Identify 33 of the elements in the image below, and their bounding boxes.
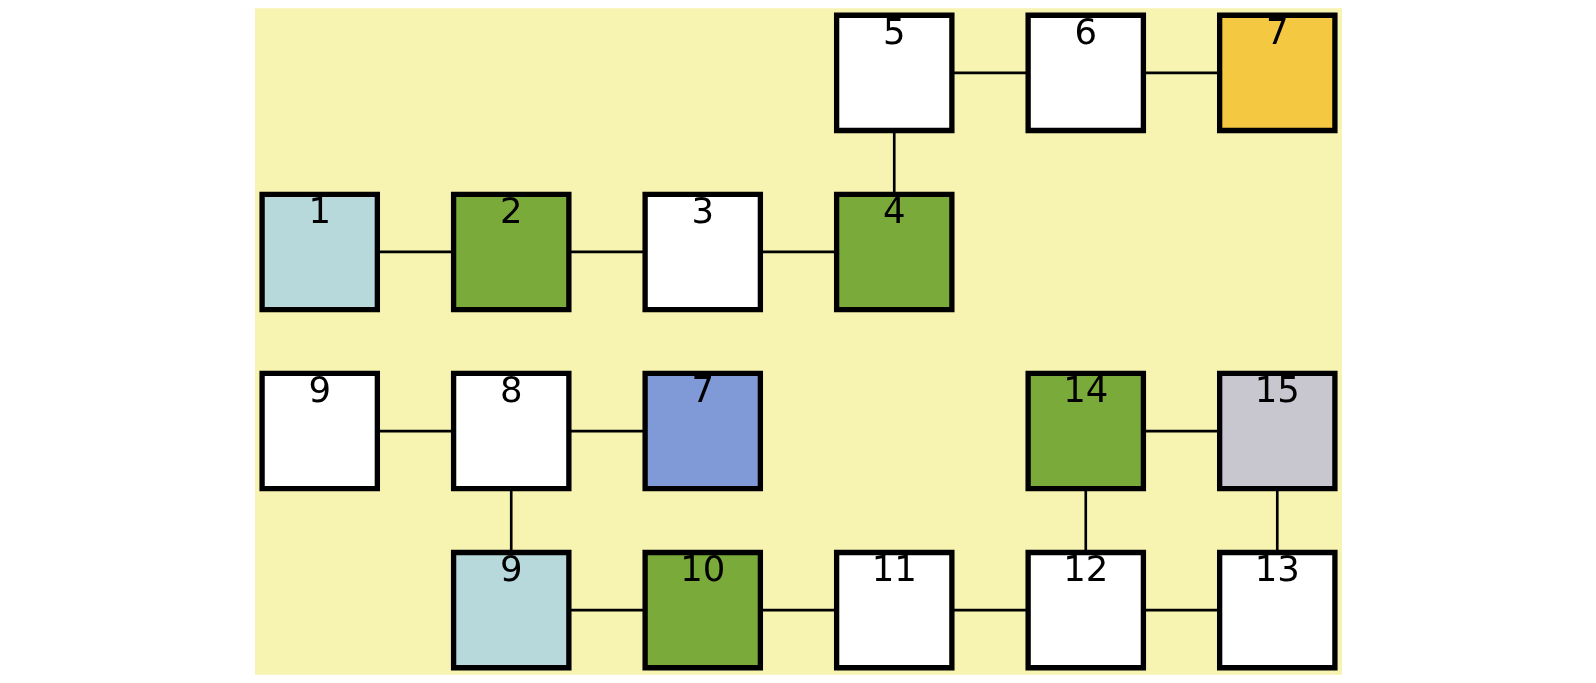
connector — [892, 130, 896, 195]
connector — [760, 608, 836, 612]
node-box: 14 — [1025, 370, 1146, 492]
connector — [569, 429, 645, 433]
connector — [569, 250, 645, 254]
connector — [509, 488, 513, 553]
connector — [569, 608, 645, 612]
connector — [377, 250, 453, 254]
node-box: 12 — [1025, 549, 1146, 671]
connector — [952, 71, 1028, 75]
node-box: 1 — [258, 191, 380, 313]
node-box: 9 — [450, 549, 571, 671]
connector — [1083, 488, 1087, 553]
node-box: 7 — [1216, 12, 1338, 134]
node-box: 3 — [641, 191, 763, 313]
node-box: 2 — [450, 191, 571, 313]
node-box: 5 — [833, 12, 955, 134]
connector — [1143, 429, 1220, 433]
node-box: 4 — [833, 191, 955, 313]
connector — [377, 429, 453, 433]
connector — [1275, 488, 1279, 553]
node-box: 15 — [1216, 370, 1338, 492]
node-box: 11 — [833, 549, 955, 671]
connector — [952, 608, 1028, 612]
node-box: 6 — [1025, 12, 1146, 134]
connector — [1143, 608, 1220, 612]
node-box: 7 — [641, 370, 763, 492]
node-box: 10 — [641, 549, 763, 671]
connector — [1143, 71, 1220, 75]
node-box: 8 — [450, 370, 571, 492]
node-box: 9 — [258, 370, 380, 492]
connector — [760, 250, 836, 254]
node-box: 13 — [1216, 549, 1338, 671]
